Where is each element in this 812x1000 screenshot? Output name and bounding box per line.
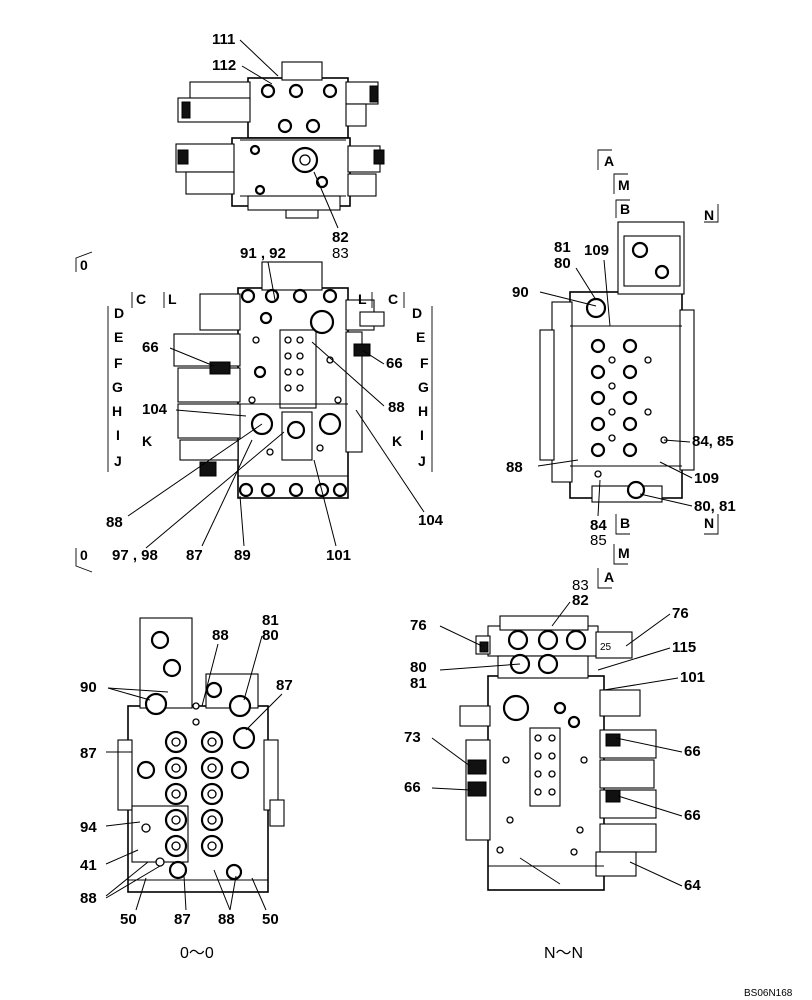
label-109-bottom: 109 [694,470,719,487]
marker-l-right: L [358,291,367,307]
figure-code: BS06N168 [744,988,793,999]
marker-g-left: G [112,379,123,395]
label-115-view-n: 115 [672,639,696,656]
label-80-view-n: 80 [410,659,427,676]
label-94-view-o: 94 [80,819,97,836]
label-81-side: 81 [554,239,571,256]
marker-f-right: F [420,355,429,371]
label-85-side: 85 [590,532,607,549]
label-88-side: 88 [506,459,523,476]
label-80-81-side: 80, 81 [694,498,736,515]
marker-j-left: J [114,453,122,469]
label-41-view-o: 41 [80,857,97,874]
marker-d-left: D [114,305,124,321]
label-81-view-o: 81 [262,612,279,629]
marker-m-bottom: M [618,545,630,561]
label-88-right: 88 [388,399,405,416]
label-84-85-side: 84, 85 [692,433,734,450]
section-markers-side: A M B N B N M A [597,149,719,589]
label-83-view-n: 83 [572,577,589,594]
marker-i-left: I [116,427,120,443]
label-50-view-o-left: 50 [120,911,137,928]
front-view-drawing [173,261,385,499]
marker-n-top: N [704,207,714,223]
marker-e-left: E [114,329,123,345]
label-90-view-o: 90 [80,679,97,696]
marker-d-right: D [412,305,422,321]
label-90-side: 90 [512,284,529,301]
marker-h-right: H [418,403,428,419]
label-66-right: 66 [386,355,403,372]
marker-b-top: B [620,201,630,217]
marker-a-bottom: A [604,569,614,585]
marker-g-right: G [418,379,429,395]
label-50-view-o-right: 50 [262,911,279,928]
marker-j-right: J [418,453,426,469]
label-80-view-o: 80 [262,627,279,644]
view-o-o-drawing [117,617,285,893]
label-88-bottom: 88 [106,514,123,531]
label-66-view-n-right-bottom: 66 [684,807,701,824]
marker-n-bottom: N [704,515,714,531]
label-104-left: 104 [142,401,168,418]
side-view-drawing [539,221,695,503]
label-104-right: 104 [418,512,444,529]
marker-f-left: F [114,355,123,371]
caption-view-o-o: 0～0 [180,945,214,962]
label-89: 89 [234,547,251,564]
label-87-view-o-bottom: 87 [174,911,191,928]
marker-m-top: M [618,177,630,193]
label-84-side: 84 [590,517,607,534]
label-82-view-n: 82 [572,592,589,609]
marker-0-top: 0 [80,257,88,273]
label-101: 101 [326,547,351,564]
marker-b-bottom: B [620,515,630,531]
label-64-view-n: 64 [684,877,701,894]
marker-k-right: K [392,433,402,449]
label-88-view-o-left: 88 [80,890,97,907]
label-66-view-n-right-top: 66 [684,743,701,760]
label-76-view-n-right: 76 [672,605,689,622]
label-87-view-o-left: 87 [80,745,97,762]
label-80-side: 80 [554,255,571,272]
caption-view-n-n: N～N [544,945,583,962]
label-76-view-n-left: 76 [410,617,427,634]
marker-h-left: H [112,403,122,419]
label-97-98: 97 , 98 [112,547,158,564]
marker-e-right: E [416,329,425,345]
label-66-left: 66 [142,339,159,356]
label-66-view-n-left: 66 [404,779,421,796]
marker-i-right: I [420,427,424,443]
label-101-view-n: 101 [680,669,705,686]
label-82: 82 [332,229,349,246]
label-112: 112 [212,57,236,74]
label-111: 111 [212,31,235,48]
label-87: 87 [186,547,203,564]
top-view-drawing [175,61,385,219]
marker-l-left: L [168,291,177,307]
label-81-view-n: 81 [410,675,427,692]
marker-k-left: K [142,433,152,449]
n-view-small-code: 25 [600,642,612,653]
label-87-view-o-right: 87 [276,677,293,694]
view-n-n-drawing [459,615,657,891]
label-91-92: 91 , 92 [240,245,286,262]
marker-0-bottom: 0 [80,547,88,563]
section-markers-front: 0 0 C L L C D D E E F F G G H H I I J J … [75,251,433,573]
marker-a-top: A [604,153,614,169]
marker-c-right: C [388,291,398,307]
label-73-view-n: 73 [404,729,421,746]
label-83: 83 [332,245,349,262]
label-88-view-o-top: 88 [212,627,229,644]
marker-c-left: C [136,291,146,307]
label-88-view-o-bottom: 88 [218,911,235,928]
label-109-top: 109 [584,242,609,259]
